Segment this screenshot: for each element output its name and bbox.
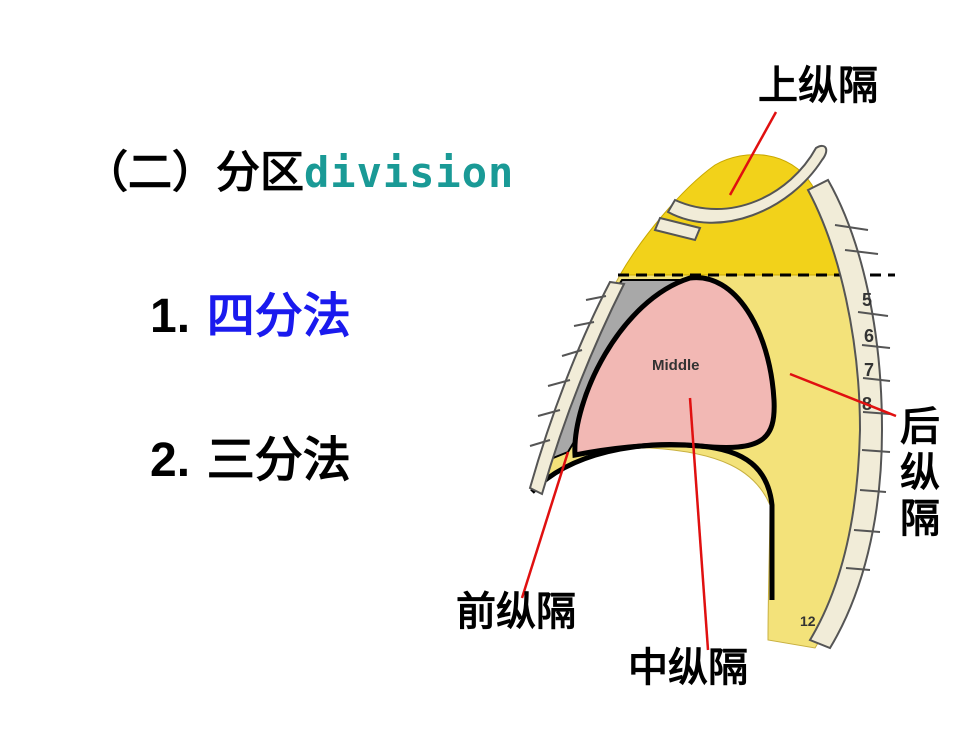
rib-number-6: 6 xyxy=(864,326,874,346)
middle-mediastinum-label: 中纵隔 xyxy=(628,645,748,691)
rib-number-7: 7 xyxy=(864,360,874,380)
method-item-1: 1. 四分法 xyxy=(150,276,351,346)
diaphragm-outline xyxy=(530,442,775,600)
method-item-2: 2. 三分法 xyxy=(150,420,351,490)
anterior-mediastinum-label: 前纵隔 xyxy=(456,589,576,635)
title-english: division xyxy=(304,148,515,197)
title-main: （二）分区 xyxy=(84,147,304,198)
rib-number-12: 12 xyxy=(800,613,816,629)
slide-title: （二）分区division xyxy=(84,136,514,200)
clavicle-bone xyxy=(653,216,702,242)
superior-mediastinum-label: 上纵隔 xyxy=(758,63,878,109)
middle-region-label: Middle xyxy=(652,357,700,374)
anterior-rib-stubs xyxy=(529,295,607,447)
pointer-lines xyxy=(520,111,897,651)
rib-stubs xyxy=(834,224,891,571)
method-text: 三分法 xyxy=(206,432,351,488)
method-number: 2. xyxy=(150,434,191,487)
posterior-mediastinum-label: 后纵隔 xyxy=(900,404,940,542)
method-text: 四分法 xyxy=(206,288,351,344)
rib-number-5: 5 xyxy=(862,290,872,310)
sternum-bone xyxy=(528,280,626,496)
method-number: 1. xyxy=(150,290,191,343)
first-rib-bone xyxy=(666,144,828,224)
